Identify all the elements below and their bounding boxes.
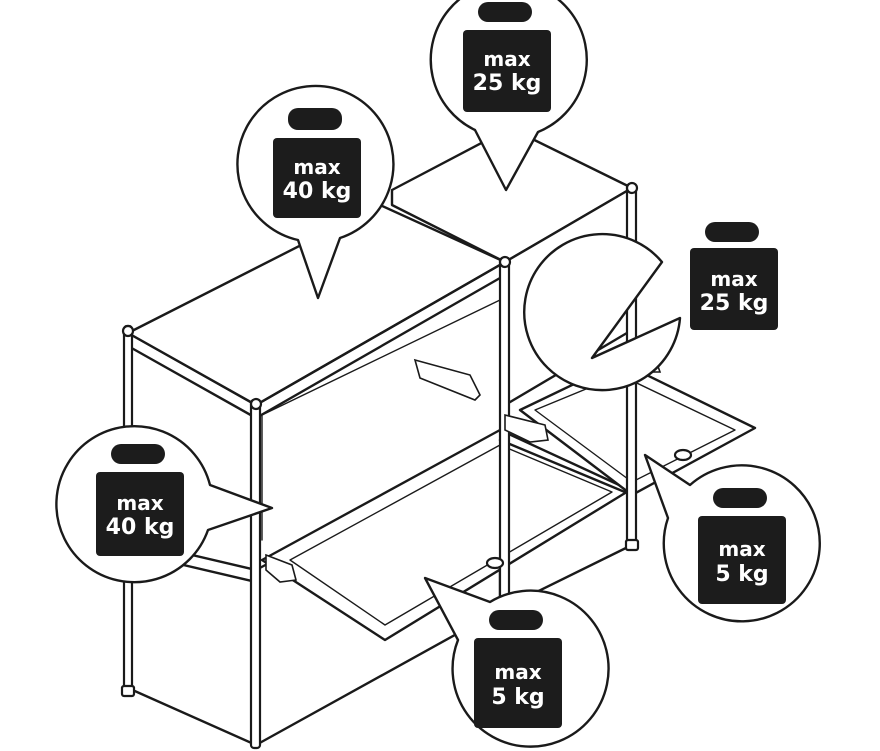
- callout-label-weight: 25 kg: [473, 71, 542, 96]
- weight-icon: [474, 610, 562, 728]
- load-callout-right-open-flap: max 5 kg: [643, 453, 821, 623]
- callout-label-max: max: [710, 267, 757, 291]
- load-callout-top-right-shelf: max 25 kg: [429, 0, 588, 192]
- weight-icon: [96, 444, 184, 556]
- callout-label-max: max: [494, 660, 541, 684]
- weight-icon: [273, 108, 361, 218]
- load-callout-right-upper-flap: max 25 kg: [523, 222, 778, 392]
- callout-label-max: max: [483, 47, 530, 71]
- callout-label-weight: 40 kg: [283, 179, 352, 204]
- load-callout-front-open-flap: max 5 kg: [423, 576, 610, 748]
- shelf-unit: [120, 122, 757, 750]
- weight-icon: [690, 222, 778, 330]
- load-callout-top-left-shelf: max 40 kg: [236, 84, 395, 300]
- weight-icon: [463, 2, 551, 112]
- callout-label-max: max: [116, 491, 163, 515]
- weight-icon: [698, 488, 786, 604]
- load-callout-left-compartment: max 40 kg: [55, 424, 274, 584]
- callout-label-weight: 5 kg: [491, 685, 544, 710]
- callout-label-weight: 40 kg: [106, 515, 175, 540]
- callout-label-max: max: [718, 537, 765, 561]
- callout-label-max: max: [293, 155, 340, 179]
- callout-label-weight: 25 kg: [700, 291, 769, 316]
- callout-label-weight: 5 kg: [715, 562, 768, 587]
